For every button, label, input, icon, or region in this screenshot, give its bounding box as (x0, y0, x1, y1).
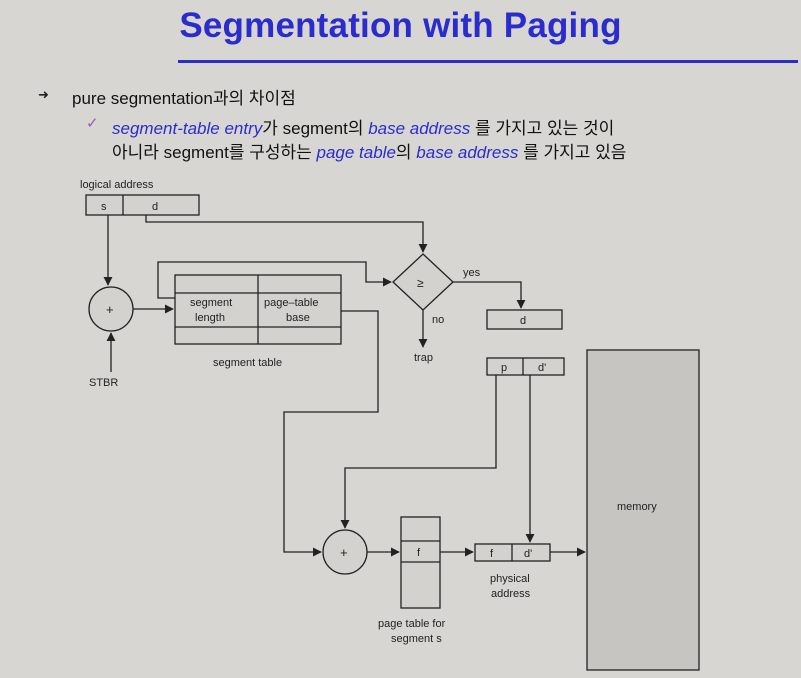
physical-address-label-1: physical (490, 573, 530, 585)
yes-label: yes (463, 267, 481, 279)
memory-label: memory (617, 501, 657, 513)
p-dprime-box (486, 357, 565, 376)
text-fragment: 의 (395, 143, 417, 162)
s-field: s (101, 201, 107, 213)
p-field: p (501, 362, 507, 374)
compare-symbol: ≥ (417, 276, 424, 290)
adder-plus-1: + (106, 302, 114, 317)
physical-dprime-field: d' (524, 548, 532, 560)
page-table-base-label-1: page–table (264, 297, 318, 309)
memory-block (586, 349, 700, 671)
page-table-for-label-2: segment s (391, 633, 442, 645)
adder-plus-2: + (340, 545, 348, 560)
text-fragment: 를 가지고 있음 (518, 143, 627, 162)
physical-address-label-2: address (491, 588, 531, 600)
term-page-table: page table (316, 143, 396, 162)
slide-title: Segmentation with Paging (179, 6, 622, 45)
checkmark-icon: ✓ (86, 115, 99, 132)
logical-address-box (85, 194, 200, 216)
bullet-text: pure segmentation과의 차이점 (72, 89, 296, 108)
no-label: no (432, 314, 444, 326)
title-underline (178, 60, 798, 63)
trap-label: trap (414, 352, 433, 364)
term-base-address: base address (368, 119, 471, 138)
term-base-address-2: base address (416, 143, 519, 162)
term-segment-table-entry: segment-table entry (112, 119, 263, 138)
d-box (486, 309, 563, 330)
segment-length-label-1: segment (190, 297, 232, 309)
logical-address-label: logical address (80, 179, 154, 191)
sub-bullet-line-2: 아니라 segment를 구성하는 page table의 base addre… (112, 138, 626, 163)
page-table-for-label-1: page table for (378, 618, 446, 630)
physical-f-field: f (490, 548, 494, 560)
text-fragment: 아니라 segment를 구성하는 (112, 143, 317, 162)
stbr-label: STBR (89, 377, 118, 389)
d-box-label: d (520, 315, 526, 327)
segment-length-label-2: length (195, 312, 225, 324)
connector-lines (103, 215, 586, 557)
dprime-field: d' (538, 362, 546, 374)
text-fragment: 가 segment의 (262, 119, 369, 138)
page-table-base-label-2: base (286, 312, 310, 324)
page-table-f-entry: f (417, 547, 421, 559)
text-fragment: 를 가지고 있는 것이 (470, 119, 615, 138)
segment-table-label: segment table (213, 357, 282, 369)
bullet-arrow-icon: ➜ (38, 87, 49, 102)
d-field: d (152, 201, 158, 213)
sub-bullet-line-1: segment-table entry가 segment의 base addre… (112, 114, 614, 139)
